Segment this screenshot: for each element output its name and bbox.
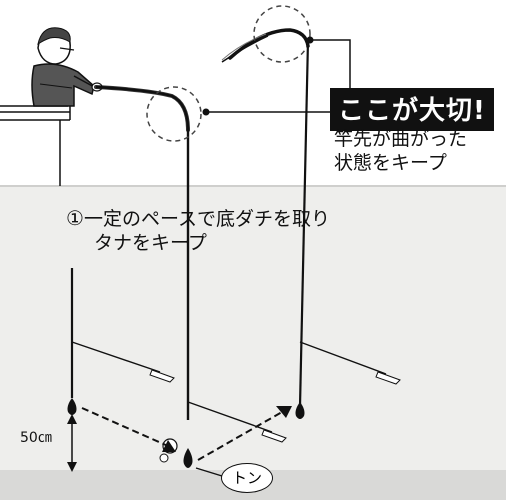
step-number: ① xyxy=(66,206,84,230)
step-description: ①一定のペースで底ダチを取り タナをキープ xyxy=(66,206,330,256)
important-badge: ここが大切! xyxy=(330,88,494,131)
callout-caption: 竿先が曲がった 状態をキープ xyxy=(334,128,467,176)
step-text: 一定のペースで底ダチを取り xyxy=(83,208,330,230)
distance-marker xyxy=(67,414,77,472)
branch-line-right xyxy=(299,341,401,385)
sound-pointer xyxy=(195,467,223,477)
sinker-middle xyxy=(183,448,193,468)
descent-arrow xyxy=(81,407,176,452)
distance-label: 50㎝ xyxy=(20,430,52,446)
sound-bubble: トン xyxy=(221,463,273,493)
step-line-2: タナをキープ xyxy=(94,231,207,254)
sinker-right xyxy=(295,402,305,419)
angler-figure xyxy=(31,27,103,107)
highlight-circle-right xyxy=(253,5,311,63)
branch-line-left xyxy=(71,341,175,383)
lift-arrow xyxy=(197,406,292,461)
water-area xyxy=(0,186,506,500)
callout-leader xyxy=(202,36,351,116)
fishing-line-right xyxy=(298,39,310,407)
sinker-left xyxy=(67,398,77,415)
rod-tip-right xyxy=(221,28,310,63)
callout-caption-line: 状態をキープ xyxy=(334,151,447,174)
boat-rail xyxy=(0,105,71,186)
branch-line-middle xyxy=(187,401,287,443)
callout-caption-line: 竿先が曲がった xyxy=(334,128,468,150)
step-line-1: ①一定のペースで底ダチを取り xyxy=(66,206,330,232)
highlight-circle-left xyxy=(146,86,202,142)
rod-bent-overlay xyxy=(94,85,190,132)
